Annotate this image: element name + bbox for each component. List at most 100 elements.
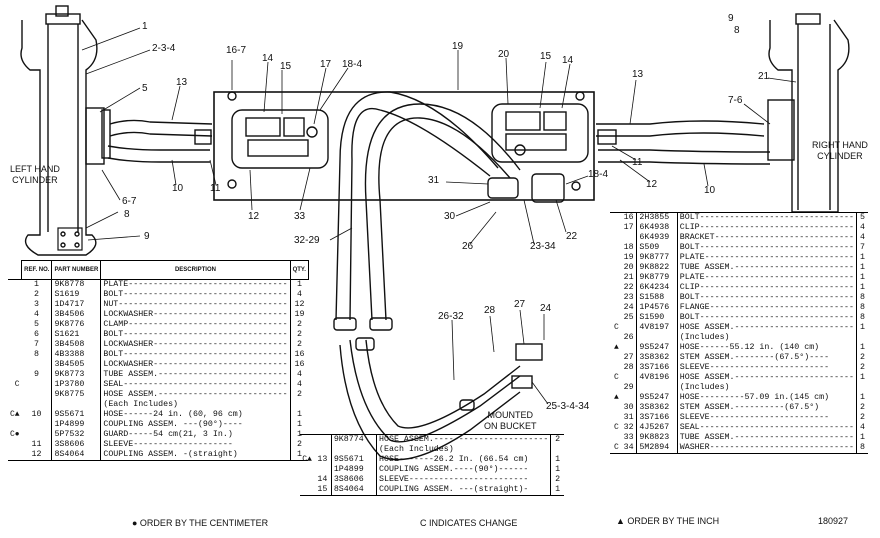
row-change-mark bbox=[610, 213, 621, 224]
row-change-mark bbox=[8, 420, 22, 430]
row-part-number bbox=[636, 383, 678, 393]
row-description: COUPLING ASSEM.----(90°)------ bbox=[379, 465, 529, 474]
mounted-label-line1: MOUNTED bbox=[487, 410, 534, 420]
row-part-number: S1619 bbox=[51, 290, 102, 300]
row-ref-no: 8 bbox=[21, 350, 53, 360]
row-ref-no: 33 bbox=[620, 433, 638, 443]
row-change-mark bbox=[8, 300, 22, 310]
callout-30: 30 bbox=[444, 211, 456, 222]
left-cylinder-label-line2: CYLINDER bbox=[12, 175, 58, 185]
row-quantity bbox=[855, 383, 868, 393]
row-part-number: 9K8773 bbox=[51, 370, 102, 380]
row-ref-no: 22 bbox=[620, 283, 638, 293]
row-quantity: 1 bbox=[289, 450, 309, 461]
row-change-mark: C● bbox=[10, 430, 20, 439]
row-change-mark bbox=[610, 403, 621, 413]
row-quantity: 1 bbox=[855, 253, 868, 263]
row-ref-no bbox=[620, 373, 638, 383]
row-ref-no: 7 bbox=[21, 340, 53, 350]
callout-2-3-4: 2-3-4 bbox=[152, 43, 176, 54]
row-description: TUBE ASSEM.------------------------ bbox=[679, 263, 855, 272]
col-ref-no: REF. NO. bbox=[21, 260, 53, 280]
row-quantity: 7 bbox=[855, 243, 868, 253]
row-ref-no bbox=[313, 465, 332, 475]
row-description: COUPLING ASSEM. ---(straight)- bbox=[376, 485, 551, 496]
left-hoses bbox=[107, 119, 213, 163]
callout-18-4-right: 18-4 bbox=[588, 169, 609, 180]
row-part-number: 8S4064 bbox=[331, 485, 378, 496]
callout-23-34: 23-34 bbox=[530, 241, 556, 252]
row-change-mark: ▲ bbox=[614, 343, 619, 352]
row-change-mark bbox=[8, 370, 22, 380]
callout-8-right: 8 bbox=[734, 25, 740, 36]
row-ref-no: 19 bbox=[620, 253, 638, 263]
row-ref-no: 34 bbox=[620, 443, 638, 454]
callout-5: 5 bbox=[142, 83, 148, 94]
row-description: BOLT------------------------------- bbox=[679, 293, 855, 302]
row-quantity: 1 bbox=[855, 433, 868, 443]
row-part-number: 4V8197 bbox=[636, 323, 678, 333]
row-part-number: 9K8775 bbox=[51, 390, 102, 400]
row-ref-no bbox=[620, 393, 638, 403]
row-description: BRACKET---------------------------- bbox=[679, 233, 855, 242]
row-quantity: 1 bbox=[289, 410, 309, 420]
row-ref-no bbox=[620, 233, 638, 243]
row-change-mark: C▲ bbox=[10, 410, 20, 419]
callout-21: 21 bbox=[758, 71, 770, 82]
row-quantity: 4 bbox=[289, 290, 309, 300]
row-change-mark bbox=[300, 475, 314, 485]
row-ref-no: 5 bbox=[21, 320, 53, 330]
callout-31: 31 bbox=[428, 175, 440, 186]
table-row: C●5P7532 GUARD-----54 cm(21, 3 In.)1 bbox=[8, 430, 309, 440]
row-description: PLATE------------------------------ bbox=[679, 273, 855, 282]
row-ref-no: 10 bbox=[21, 410, 53, 420]
row-change-mark bbox=[8, 390, 22, 400]
row-change-mark: C bbox=[614, 323, 619, 332]
row-change-mark bbox=[300, 445, 314, 455]
row-description: CLAMP-------------------------------- bbox=[103, 320, 288, 329]
row-change-mark bbox=[610, 303, 621, 313]
row-quantity: 8 bbox=[855, 443, 868, 454]
row-description: (Each Includes) bbox=[379, 445, 454, 454]
row-description: SEAL------------------------------- bbox=[679, 423, 855, 432]
row-quantity: 2 bbox=[550, 434, 564, 445]
row-change-mark: C bbox=[14, 380, 20, 389]
row-ref-no: 32 bbox=[620, 423, 638, 433]
row-change-mark bbox=[8, 320, 22, 330]
row-part-number: 4J5267 bbox=[636, 423, 678, 433]
row-ref-no: 20 bbox=[620, 263, 638, 273]
plate-19 bbox=[213, 91, 595, 201]
row-change-mark bbox=[610, 273, 621, 283]
row-part-number: 6K4938 bbox=[636, 223, 678, 233]
col-qty: QTY. bbox=[289, 260, 309, 280]
row-part-number: 3S8362 bbox=[636, 403, 678, 413]
row-change-mark bbox=[610, 263, 621, 273]
row-change-mark bbox=[610, 363, 621, 373]
row-change-mark bbox=[300, 435, 314, 446]
callout-12-right: 12 bbox=[646, 179, 658, 190]
row-description: TUBE ASSEM.-------------------------- bbox=[103, 370, 288, 379]
row-change-mark: C▲ bbox=[302, 455, 312, 464]
row-quantity: 1 bbox=[855, 343, 868, 353]
row-description: HOSE------24 in. (60, 96 cm) bbox=[103, 410, 243, 419]
row-quantity: 2 bbox=[550, 475, 564, 485]
row-part-number: 8S4064 bbox=[51, 450, 102, 461]
row-description: STEM ASSEM.--------(67.5°)---- bbox=[679, 353, 830, 362]
row-quantity: 4 bbox=[855, 223, 868, 233]
callout-27: 27 bbox=[514, 299, 526, 310]
row-quantity: 1 bbox=[289, 420, 309, 430]
row-part-number: 3S8362 bbox=[636, 353, 678, 363]
